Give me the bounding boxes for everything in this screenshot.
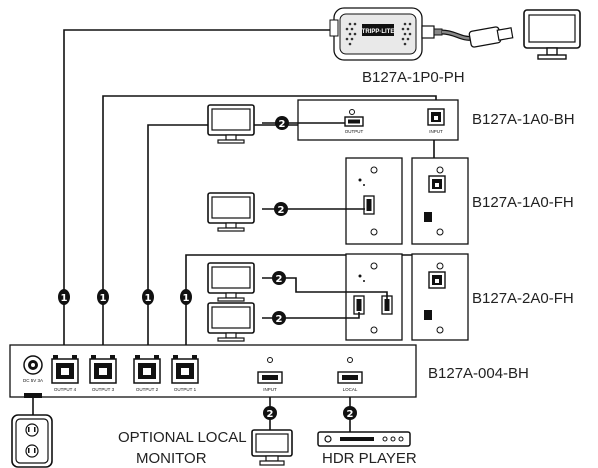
hub-port-output1: OUTPUT 1	[171, 355, 199, 392]
hub-port-output3: OUTPUT 3	[89, 355, 117, 392]
hub-device: DC 5V 3A OUTPUT 4 OUTPUT 3 OUTPUT 2	[9, 344, 417, 398]
badge-hdmi-fh-1a0: 2	[274, 202, 288, 216]
badge-cat-output3: 1	[97, 289, 109, 305]
hub-hdmi-input: INPUT	[257, 357, 283, 392]
svg-text:INPUT: INPUT	[263, 387, 277, 392]
svg-text:2: 2	[278, 205, 285, 216]
label-optional-line2: MONITOR	[136, 450, 207, 467]
svg-text:1: 1	[61, 293, 68, 304]
fh-1a0-device	[345, 157, 469, 245]
bh-monitor-icon	[207, 104, 255, 144]
badge-hdmi-bh: 2	[275, 116, 289, 130]
badge-hdmi-local-monitor: 2	[263, 406, 277, 420]
label-hdr-player: HDR PLAYER	[322, 450, 417, 467]
svg-text:OUTPUT 3: OUTPUT 3	[92, 387, 115, 392]
badge-cat-output2: 1	[142, 289, 154, 305]
svg-text:2: 2	[276, 274, 283, 285]
badge-hdmi-hdr-player: 2	[343, 406, 357, 420]
svg-text:1: 1	[100, 293, 107, 304]
badges-cat: 1 1 1 1	[58, 289, 192, 305]
svg-text:OUTPUT 4: OUTPUT 4	[54, 387, 77, 392]
badge-cat-output1: 1	[180, 289, 192, 305]
hub-power-label: DC 5V 3A	[23, 378, 43, 383]
badge-cat-output4: 1	[58, 289, 70, 305]
svg-text:OUTPUT 2: OUTPUT 2	[136, 387, 159, 392]
bh-port-input: INPUT	[429, 129, 443, 134]
svg-text:2: 2	[276, 314, 283, 325]
label-fh-2a0: B127A-2A0-FH	[472, 290, 574, 307]
svg-text:2: 2	[267, 409, 274, 420]
label-bh-1a0: B127A-1A0-BH	[472, 111, 575, 128]
fh-2a0-monitor-top-icon	[207, 262, 255, 302]
bh-port-output: OUTPUT	[345, 129, 364, 134]
ph-hdmi-cable	[421, 25, 514, 48]
badge-hdmi-fh-2a0-top: 2	[272, 271, 286, 285]
power-outlet-icon	[11, 393, 53, 468]
fh-1a0-monitor-icon	[207, 192, 255, 232]
ph-device: TRIPP·LITE	[329, 7, 423, 61]
hdr-player-icon	[317, 431, 411, 447]
bh-1a0-device: OUTPUT INPUT	[297, 99, 459, 141]
label-optional-line1: OPTIONAL LOCAL	[118, 429, 247, 446]
hub-hdmi-local: LOCAL	[337, 357, 363, 392]
svg-text:2: 2	[279, 119, 286, 130]
ph-brand-text: TRIPP·LITE	[362, 29, 395, 35]
local-monitor-icon	[251, 429, 293, 466]
label-ph: B127A-1P0-PH	[362, 69, 465, 86]
label-fh-1a0: B127A-1A0-FH	[472, 194, 574, 211]
fh-2a0-monitor-bottom-icon	[207, 302, 255, 342]
fh-2a0-device	[345, 253, 469, 341]
svg-text:1: 1	[183, 293, 190, 304]
svg-text:LOCAL: LOCAL	[343, 387, 358, 392]
hub-port-output2: OUTPUT 2	[133, 355, 161, 392]
ph-monitor-icon	[523, 9, 581, 60]
svg-text:2: 2	[347, 409, 354, 420]
ph-vents	[345, 22, 412, 46]
label-hub: B127A-004-BH	[428, 365, 529, 382]
svg-text:1: 1	[145, 293, 152, 304]
svg-text:OUTPUT 1: OUTPUT 1	[174, 387, 197, 392]
hub-port-output4: OUTPUT 4	[51, 355, 79, 392]
badge-hdmi-fh-2a0-bottom: 2	[272, 311, 286, 325]
